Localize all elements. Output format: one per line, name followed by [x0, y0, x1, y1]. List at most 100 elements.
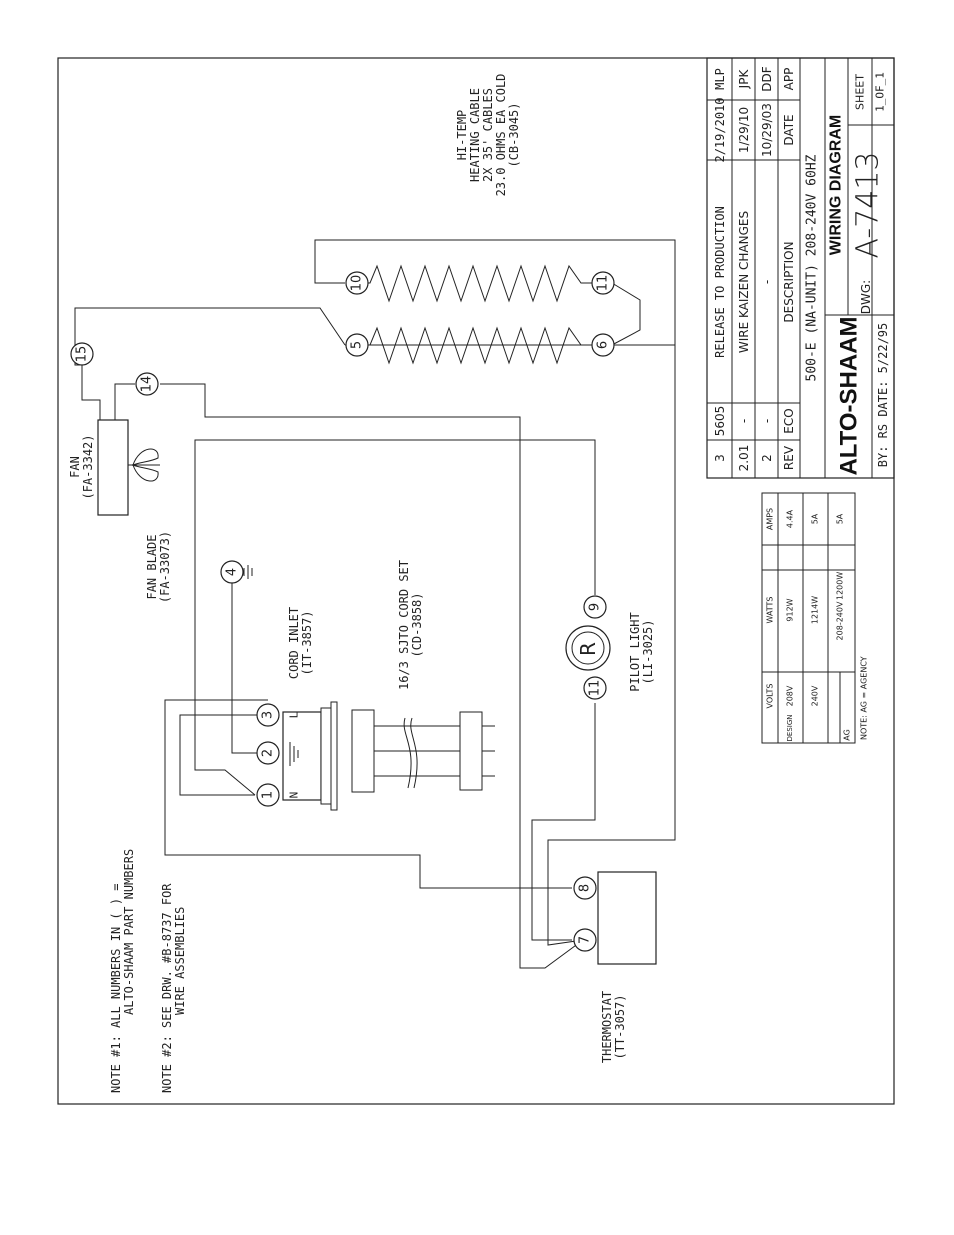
node-11-heater: 11 — [591, 271, 615, 295]
rev-row-3-eco: 5605 — [713, 406, 727, 437]
cord-set-label: 16/3 SJTO CORD SET — [397, 560, 411, 690]
node-10: 10 — [345, 271, 369, 295]
pilot-light: R — [565, 625, 611, 671]
ratings-table: VOLTS WATTS AMPS 208V 912W 4.4A 240V 121… — [761, 492, 869, 744]
node-9: 9 — [583, 595, 607, 619]
ratings-cell: 1214W — [811, 596, 820, 624]
dwg-label: DWG: — [859, 280, 873, 314]
ground-icon-4 — [243, 565, 253, 579]
svg-text:2: 2 — [261, 749, 276, 757]
ratings-cell: 5A — [811, 513, 820, 524]
svg-text:1: 1 — [261, 791, 276, 799]
fan-label: FAN — [68, 456, 82, 478]
heating-cable-part-number: (CB-3045) — [507, 102, 521, 167]
labels: FAN (FA-3342) FAN BLADE (FA-33073) HI-TE… — [68, 74, 655, 1093]
ratings-cell: 912W — [786, 598, 795, 621]
rev-header-date: DATE — [782, 114, 796, 145]
heating-cable-label-3: 2X 35' CABLES — [481, 88, 495, 182]
heating-cable-label-4: 23.0 OHMS EA COLD — [494, 74, 508, 197]
ratings-header-watts: WATTS — [766, 596, 775, 623]
rev-header-rev: REV — [782, 445, 796, 470]
svg-text:11: 11 — [596, 275, 611, 292]
drawn-by-date: BY: RS DATE: 5/22/95 — [876, 323, 890, 468]
ratings-cell: 208V — [786, 685, 795, 706]
svg-text:4: 4 — [225, 568, 240, 576]
rev-row-2-app: DDF — [760, 66, 774, 91]
fan-blade-part-number: (FA-33073) — [158, 531, 172, 603]
ratings-header-amps: AMPS — [766, 508, 775, 530]
svg-text:3: 3 — [261, 711, 276, 719]
wires — [74, 239, 676, 969]
rev-row-2-01-desc: WIRE KAIZEN CHANGES — [737, 211, 751, 353]
rev-row-2-01-rev: 2.01 — [737, 445, 751, 472]
rev-header-eco: ECO — [782, 408, 796, 433]
node-4: 4 — [220, 560, 244, 584]
node-8: 8 — [573, 876, 597, 900]
fan-blade-icon — [132, 448, 159, 482]
brand-logo: ALTO-SHAAM — [836, 316, 863, 475]
rev-row-2-desc: - — [760, 280, 774, 284]
thermostat-part-number: (TT-3057) — [613, 994, 627, 1059]
node-7: 7 — [573, 928, 597, 952]
svg-text:7: 7 — [578, 936, 593, 944]
rev-row-2-01-eco: - — [737, 419, 751, 423]
pilot-light-label: PILOT LIGHT — [628, 612, 642, 691]
ground-icon — [289, 742, 299, 766]
svg-text:14: 14 — [140, 376, 155, 393]
cord-inlet — [282, 701, 495, 811]
model-description: 500-E (NA-UNIT) 208-240V 60HZ — [805, 154, 820, 381]
ratings-note: NOTE: AG = AGENCY — [860, 656, 869, 740]
svg-text:6: 6 — [596, 341, 611, 349]
svg-text:11: 11 — [588, 680, 603, 697]
title-block: 3 5605 RELEASE TO PRODUCTION 2/19/2010 M… — [706, 57, 895, 479]
sheet-value: 1_OF_1 — [874, 72, 887, 112]
svg-text:15: 15 — [75, 346, 90, 363]
fan-blade-label: FAN BLADE — [145, 534, 159, 599]
heating-element-top — [358, 264, 595, 303]
svg-text:5: 5 — [350, 341, 365, 349]
svg-text:8: 8 — [578, 884, 593, 892]
node-14: 14 — [135, 372, 159, 396]
cord-inlet-part-number: (IT-3857) — [300, 610, 314, 675]
pilot-light-part-number: (LI-3025) — [641, 619, 655, 684]
thermostat-box — [597, 871, 657, 965]
rev-row-2-eco: - — [760, 419, 774, 423]
dwg-number: A-7413 — [851, 151, 886, 258]
node-2: 2 — [256, 741, 280, 765]
drawing-border — [57, 57, 895, 1105]
heating-cable — [358, 264, 595, 365]
ratings-cell: 1200W — [836, 572, 845, 600]
note-1-line-1: NOTE #1: ALL NUMBERS IN ( ) = — [109, 883, 123, 1093]
rev-header-app: APP — [782, 68, 796, 91]
node-5: 5 — [345, 333, 369, 357]
rev-row-2-01-app: JPK — [737, 69, 751, 90]
heating-element-bottom — [358, 326, 595, 365]
design-code-label: DESIGN — [786, 715, 794, 742]
ratings-cell: 5A — [836, 513, 845, 524]
ratings-cell: 240V — [811, 685, 820, 706]
rev-row-2-date: 10/29/03 — [760, 103, 774, 157]
node-11-pilot: 11 — [583, 676, 607, 700]
rev-row-3-app: MLP — [713, 68, 727, 90]
pilot-light-symbol: R — [576, 642, 600, 656]
cord-break-icon — [403, 717, 418, 789]
heating-cable-label-1: HI-TEMP — [455, 110, 469, 161]
node-1: 1 — [256, 783, 280, 807]
inlet-n-label: N — [288, 792, 301, 799]
fan-motor — [97, 419, 160, 516]
node-15: 15 — [70, 342, 94, 366]
rev-row-3-desc: RELEASE TO PRODUCTION — [713, 206, 727, 358]
svg-text:10: 10 — [350, 275, 365, 292]
ratings-cell: 208-240V — [836, 601, 845, 640]
rev-row-3-rev: 3 — [713, 454, 727, 462]
ratings-cell: 4.4A — [786, 509, 795, 528]
node-6: 6 — [591, 333, 615, 357]
cord-inlet-label: CORD INLET — [287, 607, 301, 679]
drawing-title: WIRING DIAGRAM — [828, 115, 845, 255]
design-code-value: AG — [843, 729, 852, 741]
sheet-label: SHEET — [854, 74, 867, 110]
ratings-header-volts: VOLTS — [766, 684, 775, 709]
rev-row-3-date: 2/19/2010 — [713, 97, 727, 162]
rev-header-description: DESCRIPTION — [782, 241, 796, 322]
